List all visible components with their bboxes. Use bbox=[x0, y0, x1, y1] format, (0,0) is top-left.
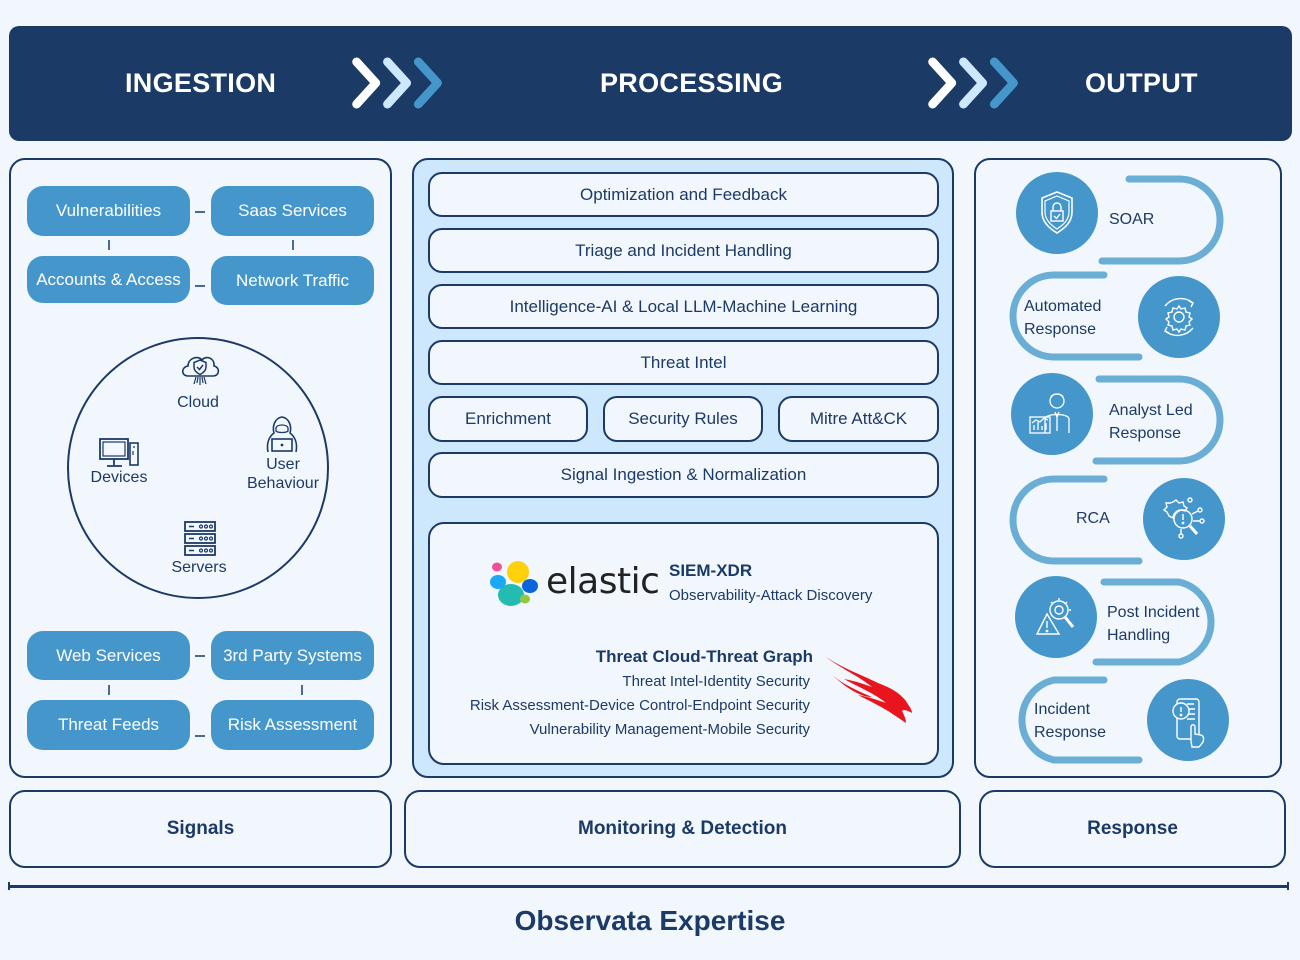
connector bbox=[292, 240, 294, 250]
response-flow-track bbox=[1009, 175, 1224, 764]
warning-magnifier-gear-icon bbox=[1035, 598, 1075, 635]
desktop-computer-icon bbox=[99, 438, 139, 467]
vendor-stack-box bbox=[428, 522, 939, 765]
source-devices: Devices bbox=[90, 469, 148, 486]
incident-response-circle bbox=[1147, 679, 1229, 761]
source-servers: Servers bbox=[171, 559, 227, 576]
rca-circle bbox=[1143, 478, 1225, 560]
connector bbox=[195, 735, 205, 737]
step-automated-response: Automated Response bbox=[1024, 298, 1102, 338]
layer-threat-intel: Threat Intel bbox=[428, 340, 939, 385]
stage-ingestion: INGESTION bbox=[125, 68, 277, 98]
elastic-title: SIEM-XDR bbox=[669, 561, 753, 580]
elastic-subtitle: Observability-Attack Discovery bbox=[669, 587, 873, 604]
connector bbox=[195, 655, 205, 657]
analyst-led-response-circle bbox=[1011, 373, 1093, 455]
connector bbox=[108, 240, 110, 250]
span-tick bbox=[8, 882, 10, 890]
cloud-shield-icon bbox=[181, 356, 220, 385]
step-incident-response: Incident Response bbox=[1034, 701, 1107, 741]
analyst-chart-icon bbox=[1029, 393, 1070, 434]
pipeline-header: INGESTION PROCESSING OUTPUT bbox=[9, 26, 1292, 141]
server-rack-icon bbox=[184, 521, 216, 556]
gear-magnifier-alert-icon bbox=[1162, 497, 1205, 539]
post-incident-handling-circle bbox=[1015, 576, 1097, 658]
source-web-services: Web Services bbox=[27, 631, 190, 680]
module-mitre-attck: Mitre Att&CK bbox=[778, 396, 939, 442]
source-network-traffic: Network Traffic bbox=[211, 256, 374, 305]
step-analyst-led-response: Analyst Led Response bbox=[1109, 402, 1193, 442]
source-user-behaviour: User Behaviour bbox=[246, 456, 320, 492]
layer-triage-incident-handling: Triage and Incident Handling bbox=[428, 228, 939, 273]
layer-intelligence-ai: Intelligence-AI & Local LLM-Machine Lear… bbox=[428, 284, 939, 329]
category-monitoring-detection: Monitoring & Detection bbox=[404, 790, 961, 868]
step-rca: RCA bbox=[1076, 510, 1110, 527]
layer-signal-ingestion: Signal Ingestion & Normalization bbox=[428, 452, 939, 498]
gear-cycle-icon bbox=[1164, 297, 1194, 337]
endpoint-sources-circle bbox=[67, 337, 329, 599]
elastic-logo-text: elastic bbox=[546, 561, 660, 602]
hooded-user-laptop-icon bbox=[266, 416, 298, 453]
category-response: Response bbox=[979, 790, 1286, 868]
expertise-span-line bbox=[9, 885, 1288, 888]
step-soar: SOAR bbox=[1109, 211, 1155, 228]
phone-alert-touch-icon bbox=[1172, 698, 1205, 748]
step-post-incident-handling: Post Incident Handling bbox=[1107, 604, 1200, 644]
crowdstrike-line: Risk Assessment-Device Control-Endpoint … bbox=[469, 697, 810, 714]
chevron-arrows-icon bbox=[928, 57, 1018, 109]
module-enrichment: Enrichment bbox=[428, 396, 588, 442]
automated-response-circle bbox=[1138, 276, 1220, 358]
layer-optimization-feedback: Optimization and Feedback bbox=[428, 172, 939, 217]
falcon-icon bbox=[826, 657, 912, 723]
chevron-arrows-icon bbox=[352, 57, 442, 109]
category-signals: Signals bbox=[9, 790, 392, 868]
connector bbox=[108, 685, 110, 695]
connector bbox=[195, 285, 205, 287]
stage-output: OUTPUT bbox=[1085, 68, 1198, 98]
footer-title: Observata Expertise bbox=[514, 905, 786, 936]
span-tick bbox=[1287, 882, 1289, 890]
source-threat-feeds: Threat Feeds bbox=[27, 700, 190, 750]
elastic-logo-icon bbox=[490, 561, 538, 606]
source-vulnerabilities: Vulnerabilities bbox=[27, 186, 190, 236]
source-risk-assessment: Risk Assessment bbox=[211, 700, 374, 750]
source-accounts-access: Accounts & Access bbox=[27, 256, 190, 303]
crowdstrike-line: Vulnerability Management-Mobile Security bbox=[529, 721, 810, 738]
source-3rd-party-systems: 3rd Party Systems bbox=[211, 631, 374, 680]
soar-circle bbox=[1016, 172, 1098, 254]
source-cloud: Cloud bbox=[177, 394, 219, 411]
module-security-rules: Security Rules bbox=[603, 396, 763, 442]
stage-processing: PROCESSING bbox=[600, 68, 784, 98]
crowdstrike-title: Threat Cloud-Threat Graph bbox=[595, 647, 813, 666]
connector bbox=[195, 211, 205, 213]
source-saas-services: Saas Services bbox=[211, 186, 374, 236]
crowdstrike-line: Threat Intel-Identity Security bbox=[622, 673, 810, 690]
connector bbox=[301, 685, 303, 695]
shield-lock-icon bbox=[1041, 191, 1073, 234]
